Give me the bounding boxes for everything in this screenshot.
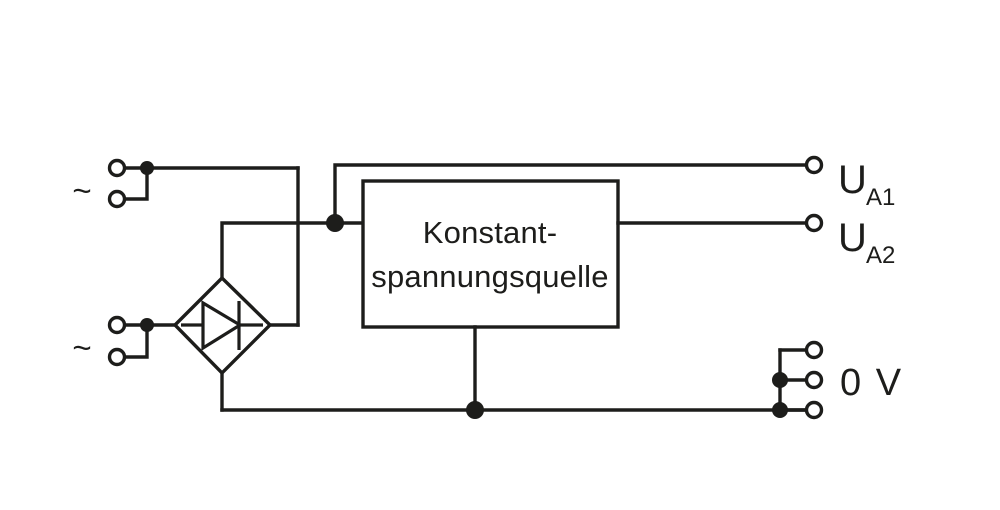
ac-input-top-group	[107, 158, 300, 209]
block-label-line1: Konstant-	[423, 215, 558, 250]
wire-ac-bottom-lower	[122, 323, 149, 359]
ac-input-bottom-group	[107, 315, 177, 367]
terminal-ac-top-2[interactable]	[107, 189, 127, 209]
bridge-rectifier-group	[172, 166, 337, 412]
labels-group: ~ ~ U A1 U A2 0 V	[72, 158, 903, 404]
block-label-line2: spannungsquelle	[371, 259, 608, 294]
ua2-label-sub: A2	[866, 242, 895, 269]
junction-positive-node	[326, 214, 344, 232]
terminal-ua1[interactable]	[804, 155, 824, 175]
positive-rail-group	[326, 163, 809, 232]
ua2-label-group: U A2	[838, 216, 895, 269]
ua1-label-sub: A1	[866, 184, 895, 211]
terminal-ua2[interactable]	[804, 213, 824, 233]
terminal-zero-volt-3[interactable]	[804, 400, 824, 420]
terminal-zero-volt-1[interactable]	[804, 340, 824, 360]
ua1-label-base: U	[838, 158, 867, 202]
junction-ac-top	[140, 161, 154, 175]
ac-bottom-label: ~	[72, 329, 91, 366]
junction-ac-bottom	[140, 318, 154, 332]
junction-zero-volt-mid	[772, 372, 788, 388]
wire-node-to-ua1	[333, 163, 809, 225]
output-terminals-group	[804, 155, 824, 233]
wire-bridge-top-riser	[220, 221, 337, 280]
diode-triangle-icon	[201, 300, 244, 351]
constant-voltage-source-block: Konstant- spannungsquelle	[361, 179, 809, 412]
zero-volt-label: 0 V	[840, 362, 903, 404]
block-outline	[361, 179, 620, 329]
junction-ground-center	[466, 401, 484, 419]
ground-rail-group	[220, 401, 809, 419]
terminal-zero-volt-2[interactable]	[804, 370, 824, 390]
terminal-ac-bottom-1[interactable]	[107, 315, 127, 335]
ua1-label-group: U A1	[838, 158, 895, 211]
terminal-ac-bottom-2[interactable]	[107, 347, 127, 367]
zero-volt-terminals-group	[772, 340, 824, 420]
wire-ac-top-lower	[122, 166, 149, 201]
ac-top-label: ~	[72, 172, 91, 209]
junction-zero-volt-bottom	[772, 402, 788, 418]
ua2-label-base: U	[838, 216, 867, 260]
terminal-ac-top-1[interactable]	[107, 158, 127, 178]
